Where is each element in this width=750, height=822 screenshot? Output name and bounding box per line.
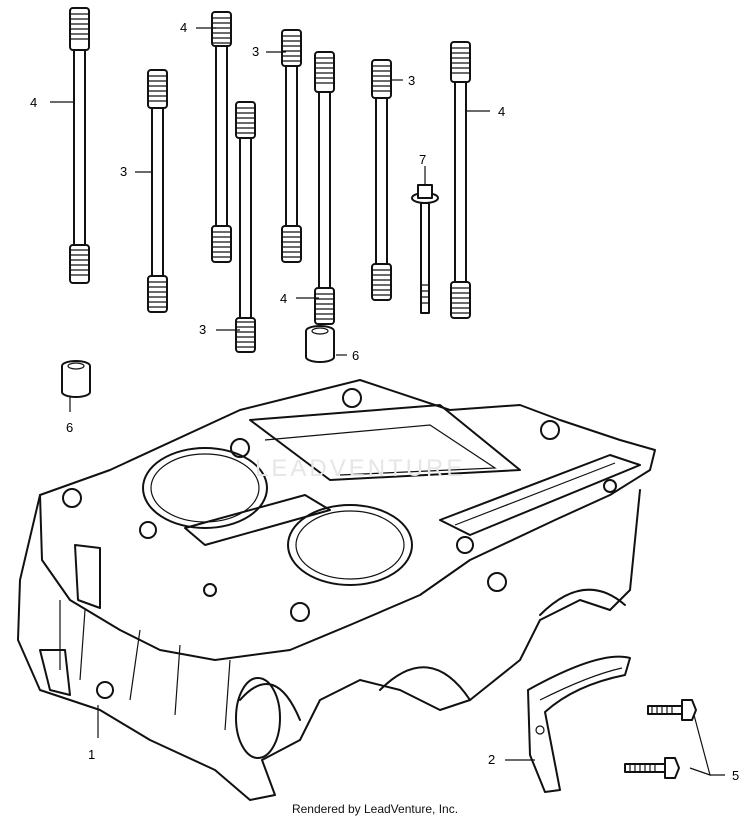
- stud-bolt-short-2: [234, 101, 257, 353]
- bearing-cap-segment: [527, 655, 631, 793]
- leader-lines: [50, 27, 725, 776]
- callout-4-bottom: 4: [280, 291, 288, 306]
- callout-4-right: 4: [498, 104, 506, 119]
- crankcase-body: [17, 379, 656, 801]
- callout-4-left: 4: [30, 95, 38, 110]
- flange-bolt-upper: [647, 699, 697, 721]
- callout-1: 1: [88, 747, 96, 762]
- stud-bolt-short-3: [280, 29, 303, 263]
- stud-bolt-long-right: [449, 41, 472, 319]
- footer-credit: Rendered by LeadVenture, Inc.: [291, 802, 459, 816]
- stud-bolt-short-1: [146, 69, 169, 313]
- callout-3-right: 3: [408, 73, 416, 88]
- callout-5: 5: [732, 768, 740, 783]
- watermark: LEADVENTURE: [255, 455, 466, 482]
- stud-bolt-long-3: [313, 51, 336, 325]
- stud-bolt-long-2: [210, 11, 233, 263]
- callout-3-top: 3: [252, 44, 260, 59]
- flange-bolt-lower: [624, 757, 680, 779]
- dowel-collar-right: [305, 325, 335, 363]
- callout-7: 7: [419, 152, 427, 167]
- dowel-collar-left: [61, 360, 91, 398]
- stud-bolt-long-left: [68, 7, 91, 284]
- callout-6-left: 6: [66, 420, 74, 435]
- callout-2: 2: [488, 752, 496, 767]
- callout-4-top: 4: [180, 20, 188, 35]
- callout-3-left: 3: [120, 164, 128, 179]
- callout-3-bottom: 3: [199, 322, 207, 337]
- stud-bolt-short-4: [370, 59, 393, 301]
- callout-6-right: 6: [352, 348, 360, 363]
- bolt-flange: [411, 184, 439, 314]
